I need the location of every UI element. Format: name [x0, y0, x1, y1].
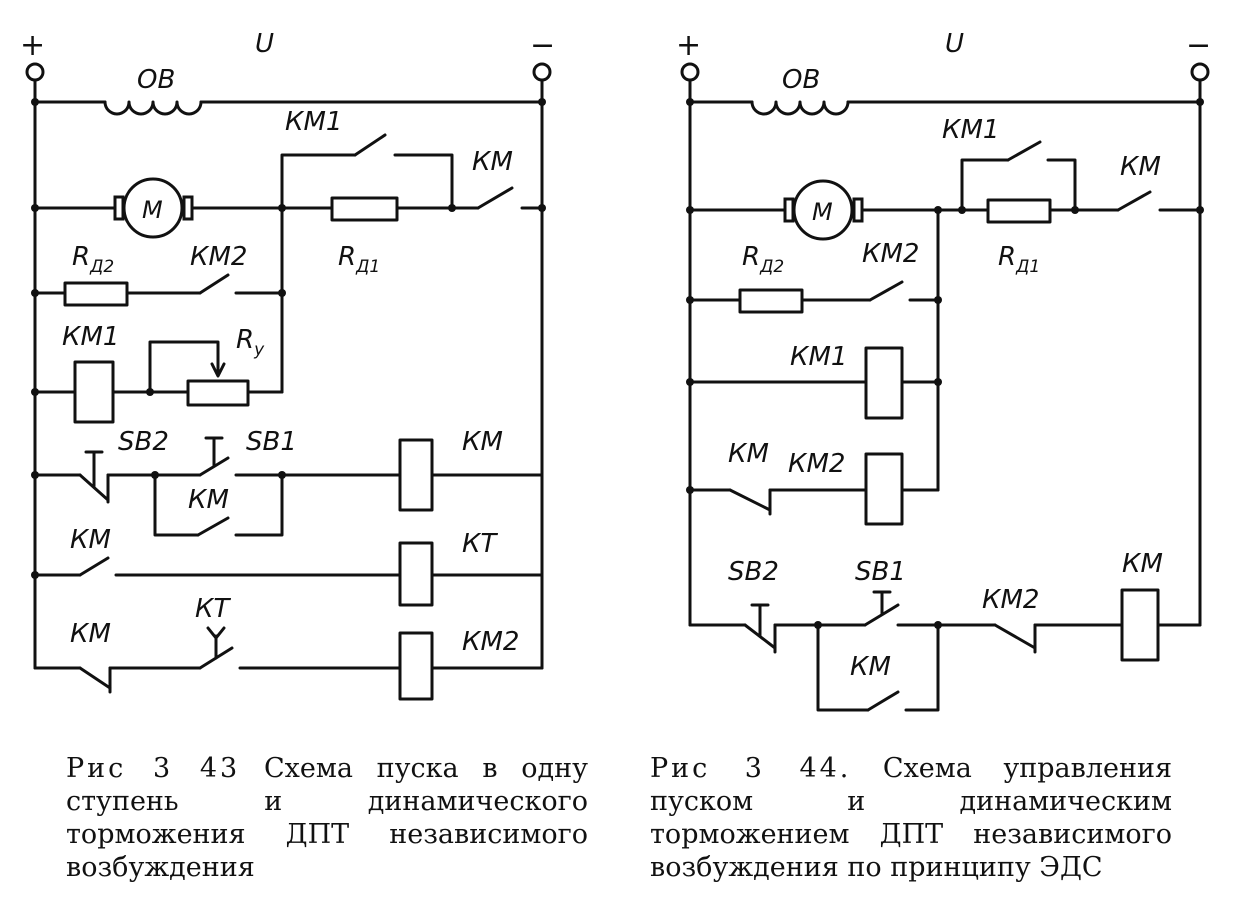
circuit-diagrams: + − U ОВ М КМ1 КМ RД1 RД2 КМ2 КМ1 Rу SB2… — [20, 28, 1211, 712]
fig344-km1-coil-label: КМ1 — [790, 342, 847, 372]
fig344-sb1-label: SB1 — [855, 557, 906, 587]
fig343-ry-label: Rу — [236, 325, 265, 360]
fig343-caption-text: Схема пуска в одну ступень и динамическо… — [66, 753, 589, 883]
fig344-motor-label: М — [812, 198, 833, 226]
fig343-caption: Рис 3 43 Схема пуска в одну ступень и ди… — [66, 752, 588, 884]
figure-343-schematic: + − U ОВ М КМ1 КМ RД1 RД2 КМ2 КМ1 Rу SB2… — [20, 28, 555, 701]
fig344-km-hold-label: КМ — [850, 652, 891, 682]
fig343-motor-label: М — [142, 196, 163, 224]
fig344-caption-number: Рис 3 44. — [650, 753, 852, 784]
fig343-junctions — [31, 98, 546, 579]
fig343-wiring — [33, 78, 544, 701]
fig343-km2-contact-label: КМ2 — [190, 242, 247, 272]
fig343-km-main-label: КМ — [472, 147, 513, 177]
fig343-rd2-label: RД2 — [72, 242, 114, 277]
fig344-km2-nc-label: КМ2 — [982, 585, 1039, 615]
fig344-field-winding-label: ОВ — [782, 65, 820, 95]
fig344-caption-text: Схема управления пуском и динамическим т… — [650, 753, 1172, 883]
fig344-junctions — [686, 98, 1204, 629]
fig343-km-hold-label: КМ — [188, 485, 229, 515]
fig344-rd2-label: RД2 — [742, 242, 784, 277]
fig343-km1-coil-label: КМ1 — [62, 322, 119, 352]
fig343-caption-number: Рис 3 43 — [66, 753, 241, 784]
fig344-km-main-label: КМ — [1120, 152, 1161, 182]
fig343-kt-contact-label: КТ — [195, 594, 231, 624]
fig344-km-nc-label: КМ — [728, 439, 769, 469]
fig343-km-nc-label: КМ — [70, 525, 111, 555]
fig344-km2-contact-label: КМ2 — [862, 239, 919, 269]
fig343-minus-label: − — [530, 28, 555, 63]
fig343-sb2-label: SB2 — [118, 427, 169, 457]
fig343-field-winding-label: ОВ — [137, 65, 175, 95]
fig343-kt-coil-label: КТ — [462, 529, 498, 559]
fig344-minus-label: − — [1186, 28, 1211, 63]
fig343-voltage-label: U — [255, 29, 274, 59]
fig344-voltage-label: U — [945, 29, 964, 59]
fig343-plus-label: + — [20, 28, 45, 63]
fig343-sb1-label: SB1 — [246, 427, 297, 457]
fig344-km-coil-label: КМ — [1122, 549, 1163, 579]
fig344-rd1-label: RД1 — [998, 242, 1040, 277]
fig344-sb2-label: SB2 — [728, 557, 779, 587]
fig344-km2-coil-label: КМ2 — [788, 449, 845, 479]
fig344-caption: Рис 3 44. Схема управления пуском и дина… — [650, 752, 1172, 884]
fig343-km1-contact-label: КМ1 — [285, 107, 342, 137]
fig343-km-nc2-label: КМ — [70, 619, 111, 649]
fig344-plus-label: + — [676, 28, 701, 63]
fig343-km2-coil-label: КМ2 — [462, 627, 519, 657]
fig343-rd1-label: RД1 — [338, 242, 380, 277]
fig344-km1-contact-label: КМ1 — [942, 115, 999, 145]
fig343-km-coil-label: КМ — [462, 427, 503, 457]
fig344-wiring — [688, 78, 1202, 712]
figure-344-schematic: + − U ОВ М КМ1 КМ RД1 RД2 КМ2 КМ1 КМ КМ2… — [676, 28, 1211, 712]
